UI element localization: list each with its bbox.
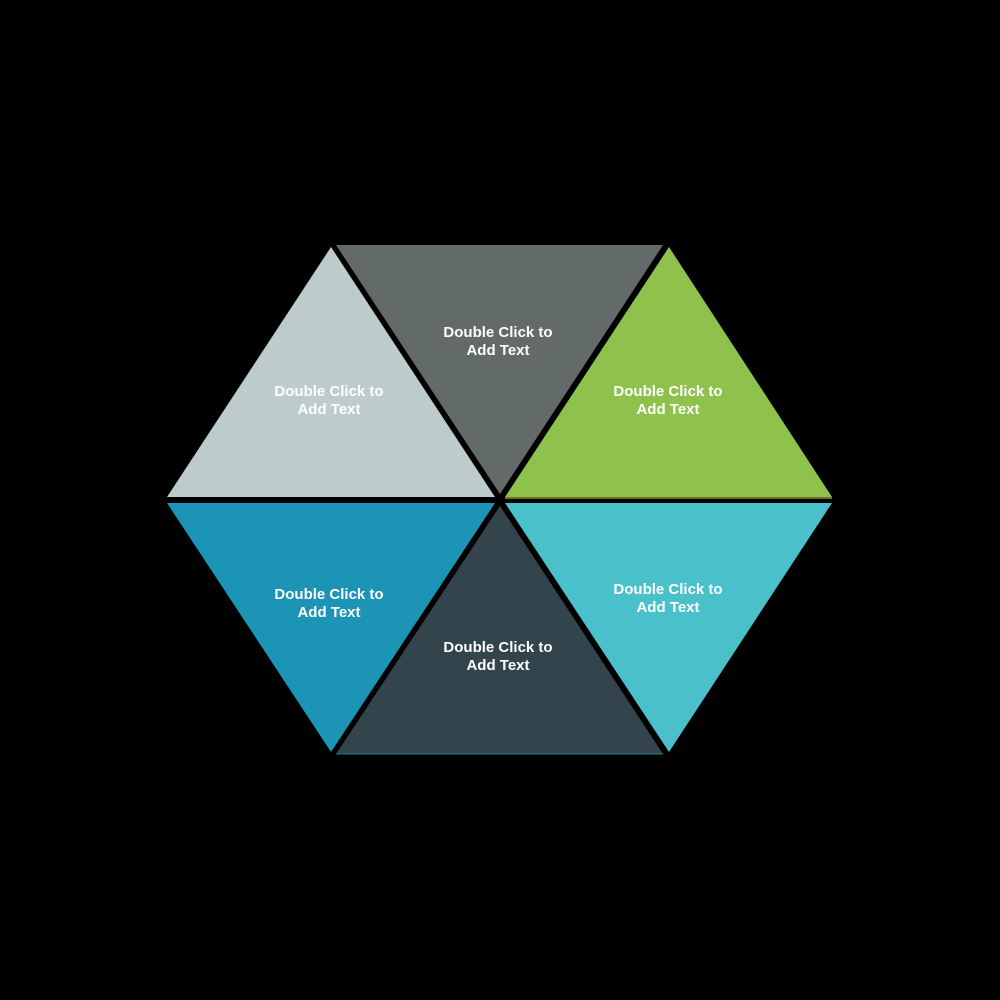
segment-label-top-left[interactable]: Double Click to Add Text: [274, 383, 384, 418]
segment-label-bottom-right[interactable]: Double Click to Add Text: [613, 581, 723, 616]
segment-label-bottom-left[interactable]: Double Click to Add Text: [274, 586, 384, 621]
segment-label-bottom-center[interactable]: Double Click to Add Text: [443, 639, 553, 674]
segment-top-left[interactable]: [167, 247, 495, 497]
segment-top-right[interactable]: [505, 247, 832, 497]
segment-bottom-right[interactable]: [505, 503, 832, 752]
segment-bottom-left[interactable]: [167, 503, 495, 752]
segment-bottom-center[interactable]: [336, 506, 663, 754]
segment-label-top-right[interactable]: Double Click to Add Text: [613, 383, 723, 418]
segment-top-center[interactable]: [336, 245, 663, 494]
segment-label-top-center[interactable]: Double Click to Add Text: [443, 324, 553, 359]
